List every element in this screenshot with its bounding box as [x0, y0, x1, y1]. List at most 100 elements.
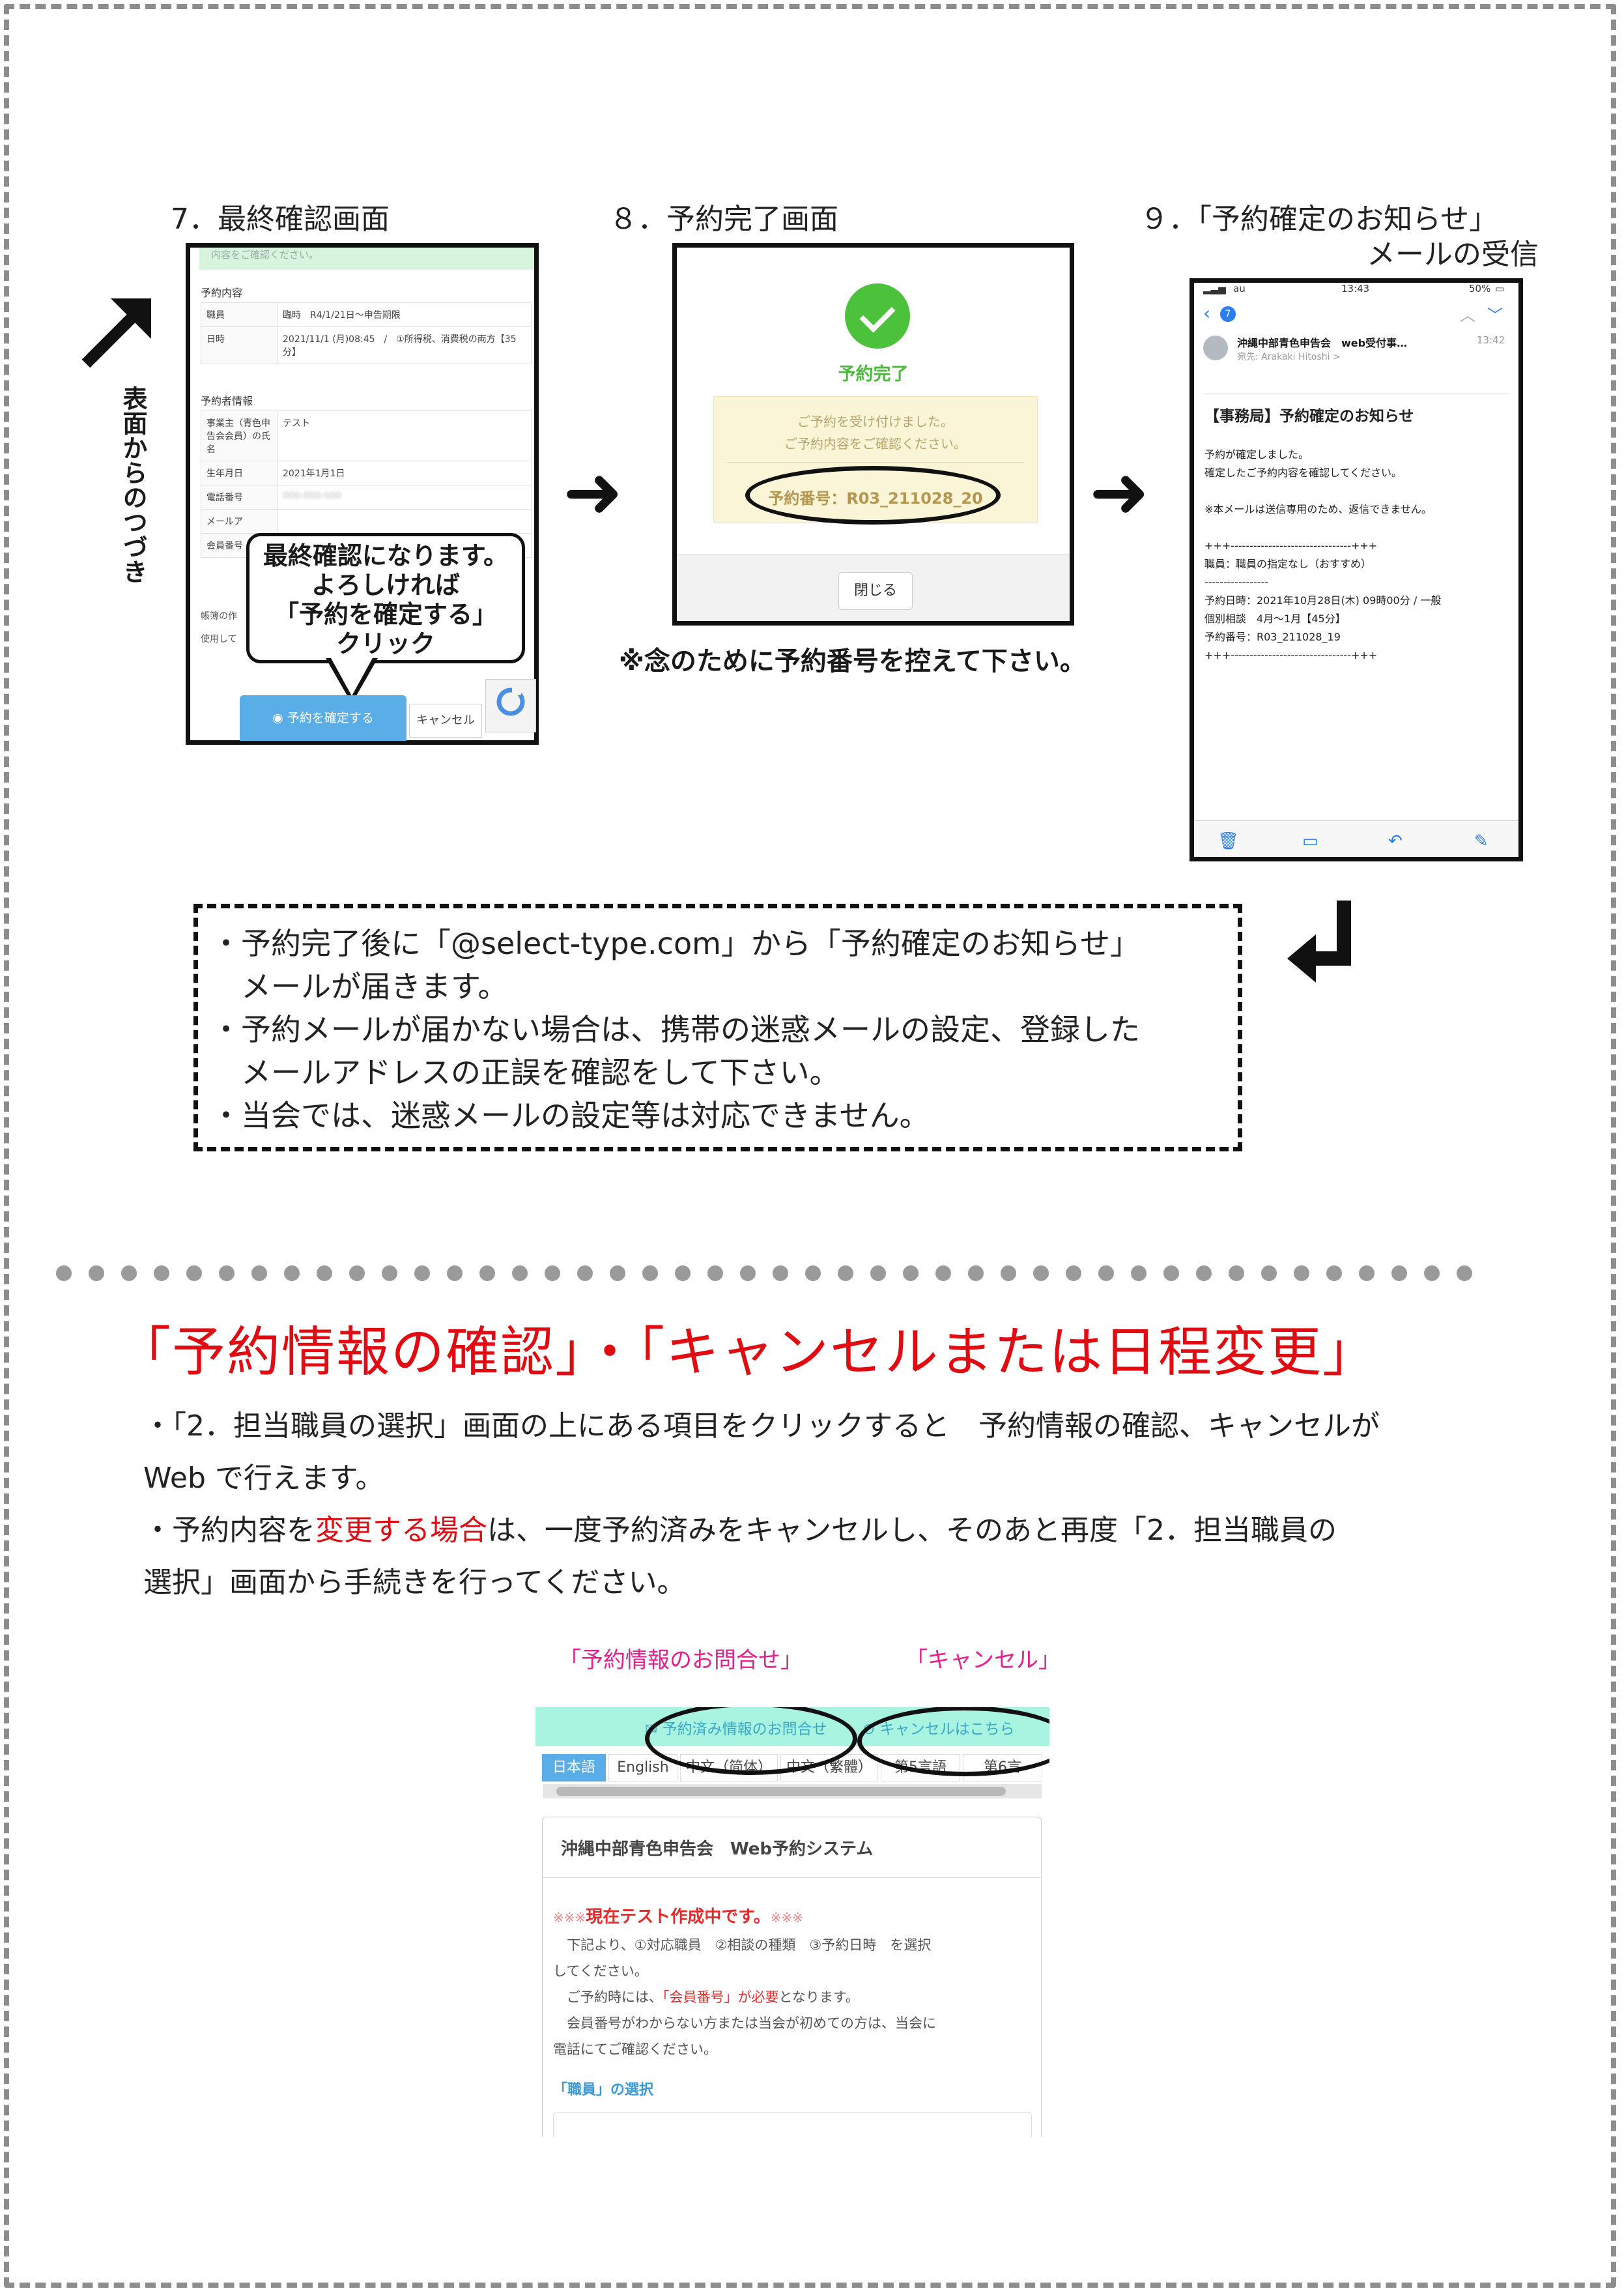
table-row: 事業主（青色申告会会員）の氏名テスト [201, 411, 532, 461]
mail-toolbar: 🗑 ▭ ↶ ✎ [1194, 820, 1518, 857]
paragraph-line: Web で行えます。 [143, 1462, 384, 1495]
step7-title: 7．最終確認画面 [171, 203, 390, 236]
separator-dot [838, 1265, 853, 1281]
separator-dot [1163, 1265, 1179, 1281]
cancel-button[interactable]: キャンセル [409, 704, 482, 738]
separator-dot [1261, 1265, 1277, 1281]
section-title: 「予約情報の確認」・「キャンセルまたは日程変更」 [117, 1321, 1378, 1383]
horizontal-scrollbar[interactable] [543, 1784, 1042, 1798]
separator-dot [154, 1265, 169, 1281]
confirm-button-label: 予約を確定する [287, 711, 374, 725]
highlight-oval [745, 466, 1001, 525]
notice-line: ご予約を受け付けました。 [797, 414, 954, 429]
separator-dot [1424, 1265, 1440, 1281]
paragraph-line: ・「2．担当職員の選択」画面の上にある項目をクリックすると 予約情報の確認、キャ… [143, 1409, 1380, 1443]
separator-dot [773, 1265, 788, 1281]
table-key: 電話番号 [201, 485, 278, 510]
scrollbar-thumb[interactable] [556, 1787, 1006, 1796]
card-title: 沖縄中部青色申告会 Web予約システム [561, 1839, 874, 1859]
dotted-separator [56, 1265, 1502, 1281]
separator-dot [870, 1265, 886, 1281]
reservation-complete-screen: 予約完了 ご予約を受け付けました。 ご予約内容をご確認ください。 予約番号：R0… [672, 243, 1074, 626]
mail-header: 沖縄中部青色申告会 web受付事… 13:42 宛先: Arakaki Hito… [1203, 332, 1509, 364]
separator-dot [935, 1265, 951, 1281]
warn-marks: ※※※ [770, 1910, 803, 1925]
intro-line: してください。 [553, 1963, 648, 1979]
section-reservation: 予約内容 [201, 287, 243, 299]
highlight-text: 「会員番号」が必要 [662, 1989, 779, 2005]
text-span: となります。 [778, 1989, 859, 2005]
separator-dot [479, 1265, 495, 1281]
folder-icon[interactable]: ▭ [1302, 831, 1318, 851]
intro-line: 会員番号がわからない方または当会が初めての方は、当会に [553, 2015, 936, 2031]
carrier: au [1233, 283, 1246, 295]
tab-japanese[interactable]: 日本語 [542, 1754, 606, 1781]
highlight-oval-cancel [857, 1707, 1049, 1776]
speech-bubble: 最終確認になります。 よろしければ 「予約を確定する」 クリック [246, 533, 525, 663]
status-bar: ▂▃▅ au 13:43 50% ▭ [1194, 283, 1518, 297]
close-button[interactable]: 閉じる [838, 572, 913, 610]
table-value: 2021/11/1 (月)08:45 / ①所得税、消費税の両方【35分】 [277, 326, 532, 364]
chevron-down-icon[interactable]: ﹀ [1487, 306, 1503, 324]
battery-level: 50% [1469, 283, 1491, 295]
separator-dot [1196, 1265, 1212, 1281]
separator-dot [642, 1265, 658, 1281]
separator-dot [317, 1265, 332, 1281]
arrow-right-icon: ➜ [1089, 450, 1150, 534]
warning-line: ※※※現在テスト作成中です。※※※ [553, 1903, 803, 1927]
system-card: 沖縄中部青色申告会 Web予約システム ※※※現在テスト作成中です。※※※ 下記… [542, 1817, 1042, 2137]
chevron-up-icon[interactable]: ︿ [1460, 306, 1475, 324]
separator-dot [349, 1265, 365, 1281]
text-span: ご予約時には、 [553, 1989, 662, 2005]
check-circle-icon [845, 283, 910, 349]
mail-subject: 【事務局】予約確定のお知らせ [1204, 408, 1414, 425]
separator-dot [1098, 1265, 1114, 1281]
separator-dot [968, 1265, 984, 1281]
separator-dot [1229, 1265, 1244, 1281]
back-icon[interactable]: ‹ [1203, 302, 1211, 324]
notes-box: ・予約完了後に「@select-type.com」から「予約確定のお知らせ」 メ… [193, 904, 1242, 1151]
separator-dot [512, 1265, 528, 1281]
table-key: 日時 [201, 326, 278, 364]
intro-line: 電話にてご確認ください。 [553, 2041, 717, 2057]
separator-dot [903, 1265, 919, 1281]
note-line: ・当会では、迷惑メールの設定等は対応できません。 [211, 1098, 930, 1133]
recaptcha-icon [485, 679, 536, 732]
table-row: メールア [201, 509, 532, 534]
warning-text: 現在テスト作成中です。 [586, 1907, 771, 1927]
separator-dot [1294, 1265, 1309, 1281]
step8-title: ８．予約完了画面 [609, 203, 838, 236]
inquiry-label: 「予約情報のお問合せ」 [559, 1647, 803, 1673]
confirm-reservation-button[interactable]: ◉ 予約を確定する [240, 695, 406, 741]
text-span: ・予約内容を [143, 1514, 315, 1547]
step9-title: ９．「予約確定のお知らせ」 [1140, 203, 1498, 236]
separator-dot [414, 1265, 430, 1281]
table-row: 職員臨時 R4/1/21日〜申告期限 [201, 302, 532, 327]
cancel-label: 「キャンセル」 [905, 1647, 1061, 1673]
note-line: ・予約メールが届かない場合は、携帯の迷惑メールの設定、登録した [211, 1012, 1140, 1047]
page-border [4, 4, 1616, 2288]
side-label: 表面からのつづき [119, 386, 147, 584]
reply-icon[interactable]: ↶ [1388, 831, 1403, 851]
separator-dot [805, 1265, 821, 1281]
note-line: メールアドレスの正誤を確認をして下さい。 [211, 1055, 840, 1090]
separator-dot [447, 1265, 463, 1281]
table-key: 事業主（青色申告会会員）の氏名 [201, 411, 278, 461]
table-key: メールア [201, 509, 278, 534]
bubble-tail-fill [330, 657, 373, 696]
warn-marks: ※※※ [553, 1910, 586, 1925]
separator-dot [382, 1265, 397, 1281]
battery-icon: ▭ [1495, 283, 1505, 295]
separator-dot [545, 1265, 560, 1281]
table-key: 職員 [201, 302, 278, 327]
staff-select-field[interactable] [553, 2112, 1032, 2137]
arrow-right-icon: ➜ [563, 450, 623, 534]
separator-dot [707, 1265, 723, 1281]
table-key: 生年月日 [201, 461, 278, 485]
trash-icon[interactable]: 🗑 [1218, 831, 1240, 851]
intro-line: ご予約時には、「会員番号」が必要となります。 [553, 1987, 859, 2006]
web-reservation-screenshot: ✉ 予約済み情報のお問合せ ⊘ キャンセルはこちら 日本語 English 中文… [535, 1707, 1049, 2137]
compose-icon[interactable]: ✎ [1474, 831, 1489, 851]
